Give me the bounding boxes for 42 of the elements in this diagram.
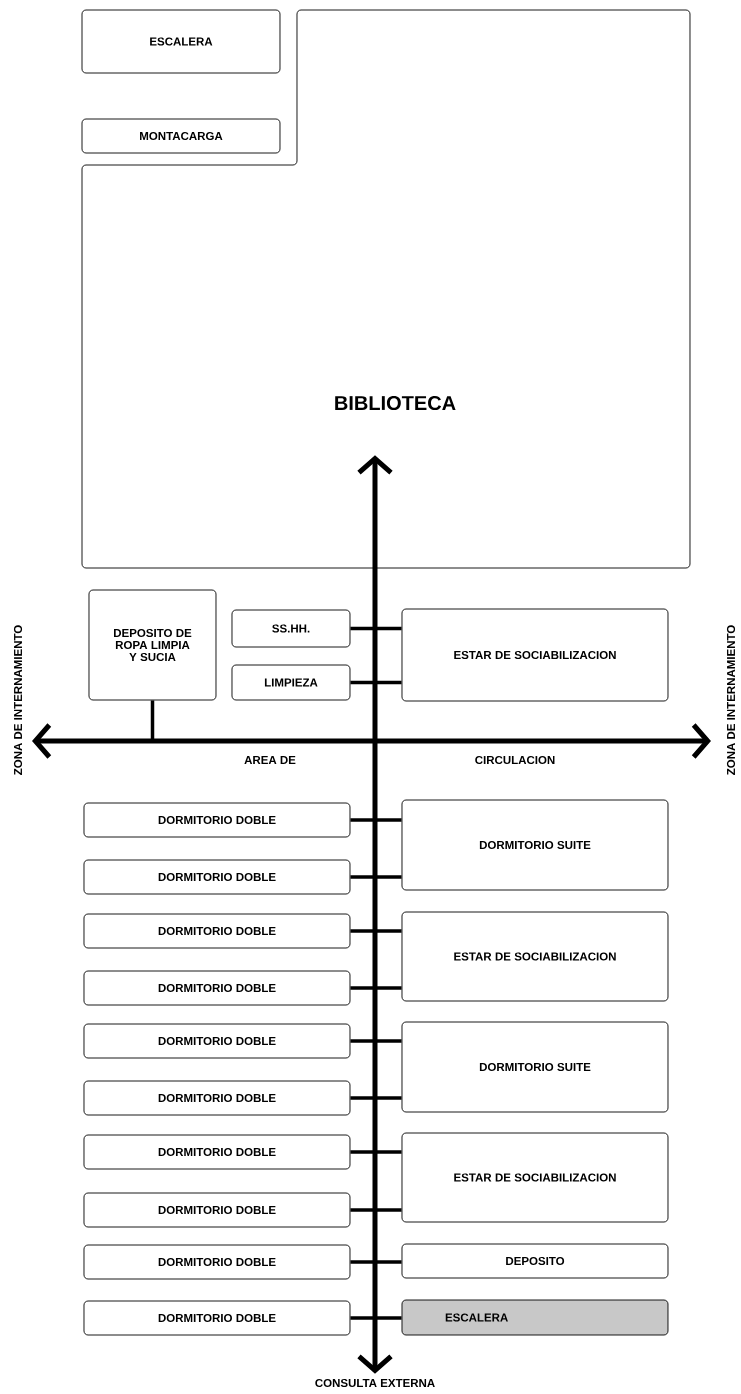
stair-box: ESCALERA (401, 1299, 669, 1336)
room-box: DORMITORIO DOBLE (83, 1192, 351, 1228)
room-box: DORMITORIO SUITE (401, 799, 669, 891)
destination-label: CONSULTA EXTERNA (315, 1378, 435, 1388)
room-box: ESTAR DE SOCIABILIZACION (401, 911, 669, 1002)
zone-label: ZONA DE INTERNAMIENTO (726, 625, 736, 775)
area-label: AREA DE (244, 756, 296, 764)
arrow (32, 723, 711, 759)
room-box: DORMITORIO DOBLE (83, 1023, 351, 1059)
room-box: DORMITORIO DOBLE (83, 802, 351, 838)
room-box: DORMITORIO DOBLE (83, 1134, 351, 1170)
connector-line (350, 626, 402, 631)
room-box: DORMITORIO SUITE (401, 1021, 669, 1113)
zone-label: ZONA DE INTERNAMIENTO (13, 625, 23, 775)
connector-line (350, 1260, 402, 1264)
room-box: ESTAR DE SOCIABILIZACION (401, 1132, 669, 1223)
connector-line (350, 1039, 402, 1043)
room-box: ESCALERA (81, 9, 281, 74)
room-box: LIMPIEZA (231, 664, 351, 701)
connector-line (350, 875, 402, 879)
connector-line (350, 818, 402, 822)
connector-line (350, 680, 402, 685)
room-box: DORMITORIO DOBLE (83, 913, 351, 949)
room-box: DORMITORIO DOBLE (83, 1244, 351, 1280)
connector-line (350, 929, 402, 933)
room-box: DEPOSITO (401, 1243, 669, 1279)
connector-line (350, 1208, 402, 1212)
area-label: CIRCULACION (475, 755, 555, 765)
room-box: DORMITORIO DOBLE (83, 970, 351, 1006)
arrow (357, 455, 393, 1374)
connector-line (350, 1096, 402, 1100)
room-box: ESTAR DE SOCIABILIZACION (401, 608, 669, 702)
connector-line (350, 986, 402, 990)
room-box: SS.HH. (231, 609, 351, 648)
room-box: MONTACARGA (81, 118, 281, 154)
connector-line (150, 700, 155, 741)
connector-line (350, 1150, 402, 1154)
connector-line (350, 1316, 402, 1320)
room-box: DORMITORIO DOBLE (83, 859, 351, 895)
room-box: DORMITORIO DOBLE (83, 1300, 351, 1336)
room-box: DORMITORIO DOBLE (83, 1080, 351, 1116)
room-box: DEPOSITO DE ROPA LIMPIA Y SUCIA (88, 589, 217, 701)
